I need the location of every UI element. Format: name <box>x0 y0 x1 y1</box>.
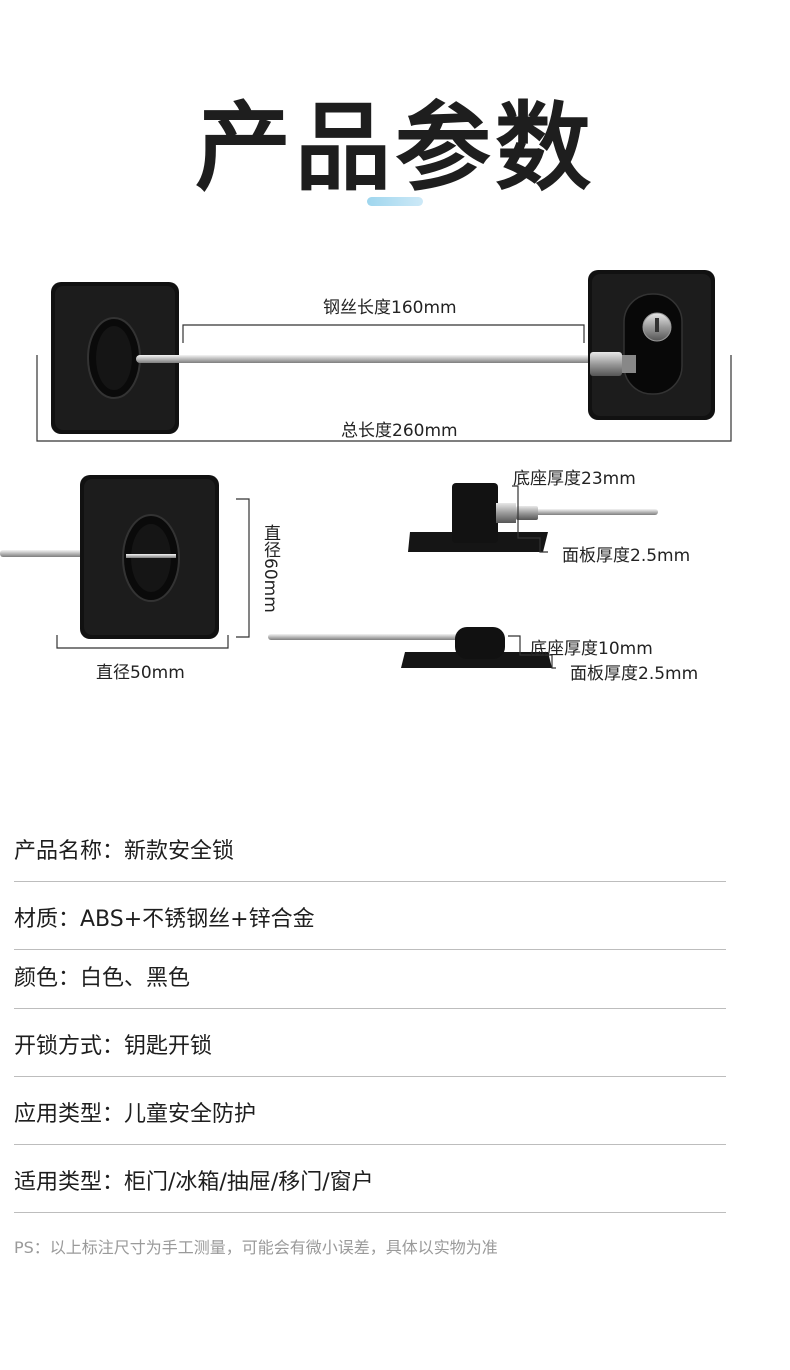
product-diagram <box>0 270 732 669</box>
lock-assembly-top <box>36 270 732 442</box>
base-thickness-10-label: 底座厚度10mm <box>530 639 653 659</box>
spec-text: 适用类型：柜门/冰箱/抽屉/移门/窗户 <box>14 1170 374 1195</box>
spec-row-color: 颜色：白色、黑色 <box>14 941 726 1009</box>
spec-row-suitable-for: 适用类型：柜门/冰箱/抽屉/移门/窗户 <box>14 1145 726 1213</box>
spec-text: 材质：ABS+不锈钢丝+锌合金 <box>14 907 315 932</box>
steel-wire <box>136 355 596 363</box>
measurement-note: PS：以上标注尺寸为手工测量，可能会有微小误差，具体以实物为准 <box>14 1238 498 1257</box>
diameter-50-label: 直径50mm <box>96 663 185 683</box>
total-length-label: 总长度260mm <box>341 421 458 441</box>
spec-text: 开锁方式：钥匙开锁 <box>14 1034 213 1059</box>
panel-thickness-a-label: 面板厚度2.5mm <box>562 546 691 566</box>
title-accent-bar <box>367 197 423 206</box>
wire-length-dimension-line <box>182 324 585 343</box>
panel-side-b <box>401 652 552 668</box>
spec-row-application: 应用类型：儿童安全防护 <box>14 1077 726 1145</box>
spec-row-material: 材质：ABS+不锈钢丝+锌合金 <box>14 882 726 950</box>
lock-body <box>623 293 683 395</box>
base-thickness-23-label: 底座厚度23mm <box>513 469 636 489</box>
panel-thickness-b-label: 面板厚度2.5mm <box>570 664 699 684</box>
spec-row-unlock-method: 开锁方式：钥匙开锁 <box>14 1009 726 1077</box>
page-title: 产品参数 <box>195 92 595 204</box>
base-side-b <box>455 627 505 659</box>
spec-row-product-name: 产品名称：新款安全锁 <box>14 814 726 882</box>
lock-side-view <box>408 483 658 553</box>
base-side-a <box>452 483 498 543</box>
spec-text: 应用类型：儿童安全防护 <box>14 1102 257 1127</box>
wire-length-label: 钢丝长度160mm <box>323 298 457 318</box>
cable-stub-side-a <box>530 509 658 515</box>
plate-side-view <box>268 627 556 669</box>
height-dimension-line <box>236 498 250 638</box>
width-dimension-line <box>56 635 229 649</box>
plate-front-view <box>0 475 250 649</box>
diameter-60-label: 直径60mm <box>260 524 280 613</box>
spec-text: 颜色：白色、黑色 <box>14 966 191 991</box>
total-length-dimension-line <box>36 355 732 442</box>
spec-text: 产品名称：新款安全锁 <box>14 839 235 864</box>
cable-stub-side-b <box>268 634 458 640</box>
